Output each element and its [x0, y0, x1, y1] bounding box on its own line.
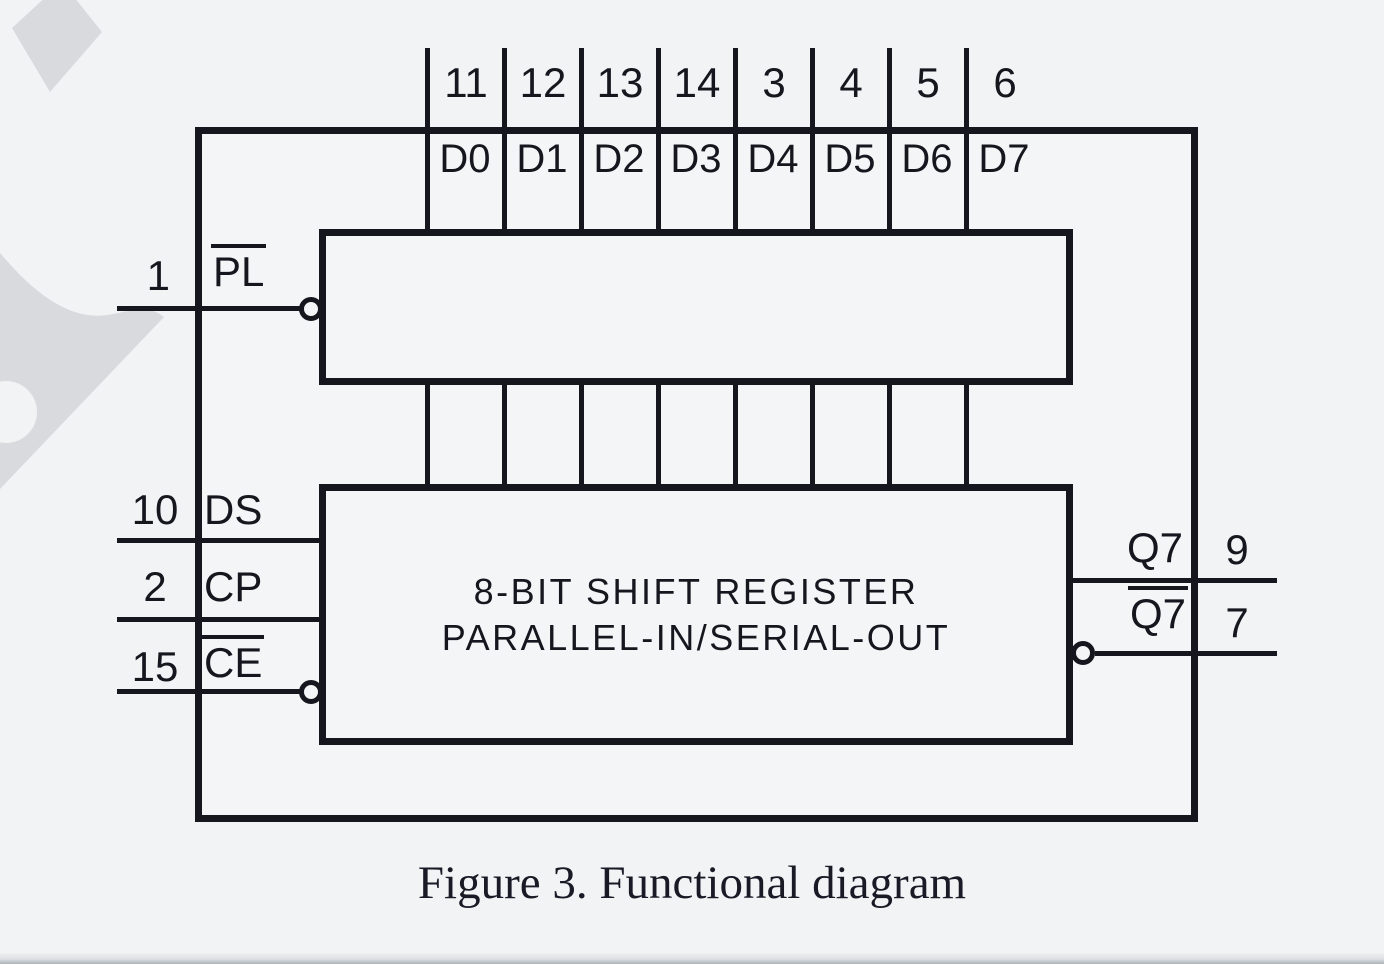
- pin-number-d2: 13: [596, 59, 644, 106]
- shift-register-title: 8-BIT SHIFT REGISTER PARALLEL-IN/SERIAL-…: [319, 484, 1073, 745]
- pin-label-q7-bar: Q7: [1128, 586, 1189, 635]
- pin-label-ds: DS: [204, 486, 263, 533]
- d1-internal-wire: [502, 380, 507, 490]
- d4-input-wire: [733, 48, 738, 233]
- q7-bar-active-low-bubble: [1071, 641, 1095, 665]
- pl-overline-label: PL: [211, 244, 267, 293]
- watermark-diamond-shape: [12, 0, 102, 92]
- figure-caption: Figure 3. Functional diagram: [417, 857, 967, 909]
- page-bottom-edge: [0, 952, 1384, 964]
- pin-label-d1: D1: [516, 137, 568, 181]
- pin-number-ce: 15: [131, 643, 179, 690]
- shift-register-title-line2: PARALLEL-IN/SERIAL-OUT: [441, 616, 951, 658]
- parallel-load-register-box: [319, 229, 1073, 385]
- d0-internal-wire: [425, 380, 430, 490]
- pin-label-ce: CE: [202, 635, 265, 684]
- d1-input-wire: [502, 48, 507, 233]
- pin-label-d7: D7: [978, 137, 1030, 181]
- pin-label-d4: D4: [747, 137, 799, 181]
- pin-number-d3: 14: [673, 59, 721, 106]
- pin-label-q7: Q7: [1126, 524, 1184, 571]
- d0-input-wire: [425, 48, 430, 233]
- d5-input-wire: [810, 48, 815, 233]
- d6-internal-wire: [887, 380, 892, 490]
- q7-bar-wire: [1095, 651, 1277, 656]
- ds-wire: [117, 538, 323, 543]
- pin-label-d3: D3: [670, 137, 722, 181]
- d4-internal-wire: [733, 380, 738, 490]
- ce-active-low-bubble: [299, 680, 323, 704]
- shift-register-box: [319, 484, 1073, 745]
- pin-number-q7: 9: [1225, 526, 1249, 573]
- pin-number-d5: 4: [839, 59, 863, 106]
- pin-number-d1: 12: [519, 59, 567, 106]
- pin-number-ds: 10: [131, 486, 179, 533]
- pin-number-d0: 11: [444, 59, 488, 106]
- d6-input-wire: [887, 48, 892, 233]
- q7-wire: [1070, 578, 1277, 583]
- pin-number-d6: 5: [916, 59, 940, 106]
- ce-overline-label: CE: [202, 635, 265, 684]
- pin-label-d0: D0: [439, 137, 491, 181]
- pin-number-d4: 3: [762, 59, 786, 106]
- shift-register-title-line1: 8-BIT SHIFT REGISTER: [473, 570, 919, 612]
- pin-label-d5: D5: [824, 137, 876, 181]
- q7-bar-overline-label: Q7: [1128, 586, 1189, 635]
- ce-wire: [117, 689, 300, 694]
- pin-number-d7: 6: [993, 59, 1017, 106]
- d5-internal-wire: [810, 380, 815, 490]
- pl-wire: [117, 306, 300, 311]
- d7-input-wire: [964, 48, 969, 233]
- d3-input-wire: [656, 48, 661, 233]
- pin-label-pl: PL: [211, 244, 267, 293]
- d2-input-wire: [579, 48, 584, 233]
- d3-internal-wire: [656, 380, 661, 490]
- d2-internal-wire: [579, 380, 584, 490]
- pl-active-low-bubble: [299, 297, 323, 321]
- pin-label-d6: D6: [901, 137, 953, 181]
- pin-label-d2: D2: [593, 137, 645, 181]
- pin-number-pl: 1: [146, 252, 170, 299]
- d7-internal-wire: [964, 380, 969, 490]
- watermark-circle-shape: [0, 381, 37, 443]
- pin-label-cp: CP: [204, 563, 263, 610]
- pin-number-cp: 2: [143, 563, 167, 610]
- cp-wire: [117, 617, 323, 622]
- pin-number-q7-bar: 7: [1225, 599, 1249, 646]
